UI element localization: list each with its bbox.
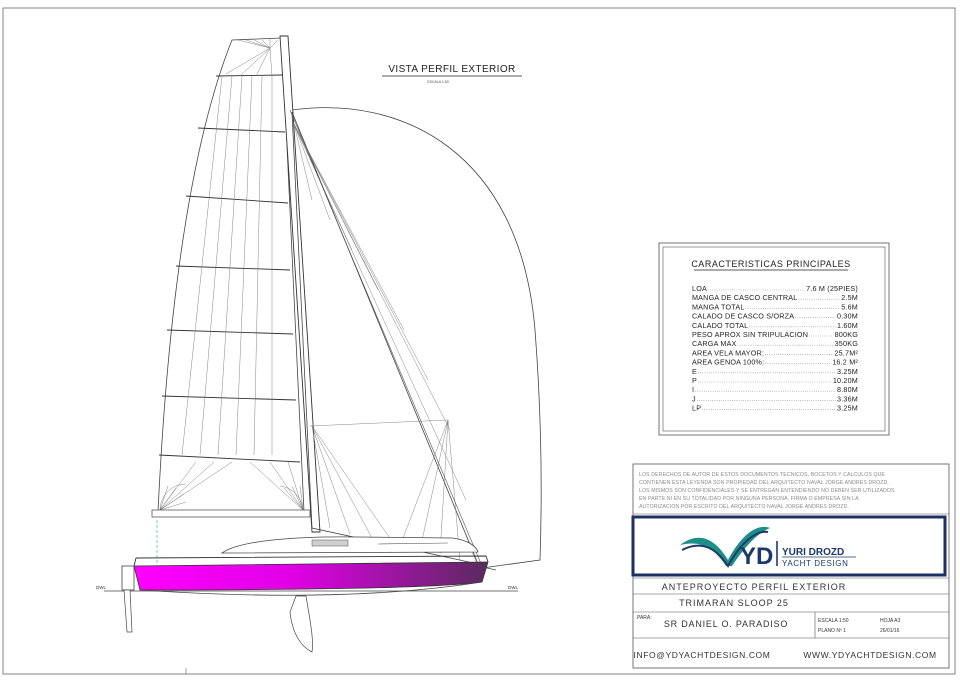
gennaker-outline <box>291 107 542 569</box>
sail-plan <box>151 35 542 569</box>
copyright-line: EN PARTE NI EN SU TOTALIDAD POR NINGUNA … <box>639 496 859 502</box>
hull-bottom <box>139 581 483 596</box>
spec-value: 350KG <box>835 339 859 348</box>
specs-title: CARACTERISTICAS PRINCIPALES <box>691 259 850 269</box>
mainsail-outline <box>157 37 305 513</box>
mainsail-foot-panels <box>159 461 304 511</box>
specs-rows: LOA 7.6 M (25PIES) MANGA DE CASCO CENTRAL 2… <box>692 284 858 413</box>
brand-name: YURI DROZD <box>782 547 844 558</box>
para-label: PARA: <box>637 615 652 621</box>
spec-value: 3.25M <box>837 404 858 413</box>
spec-label: MANGA TOTAL <box>692 302 745 311</box>
spec-label: MANGA DE CASCO CENTRAL <box>692 293 797 302</box>
cabin-window <box>377 542 449 545</box>
client-name: SR DANIEL O. PARADISO <box>664 619 788 629</box>
genoa-panels <box>293 123 477 563</box>
spec-value: 1.60M <box>837 321 858 330</box>
specs-box-inner <box>662 246 886 432</box>
mainsail-battens <box>158 74 301 463</box>
logo-wave-navy <box>681 530 769 568</box>
specs-box-outer <box>658 242 890 436</box>
spec-label: PESO APROX SIN TRIPULACION <box>692 330 808 339</box>
contact-website[interactable]: WWW.YDYACHTDESIGN.COM <box>803 650 936 660</box>
spec-value: 5.6M <box>841 302 858 311</box>
title-block: LOS DERECHOS DE AUTOR DE ESTOS DOCUMENTO… <box>631 463 950 669</box>
logo-wave-teal <box>680 526 770 566</box>
specs-panel: CARACTERISTICAS PRINCIPALES LOA 7.6 M (25… <box>658 242 890 436</box>
project-title: ANTEPROYECTO PERFIL EXTERIOR <box>662 582 847 592</box>
spec-label: I <box>692 385 694 394</box>
brand-sub: YACHT DESIGN <box>782 559 848 568</box>
hull-profile: DWL DWL <box>96 520 518 653</box>
transom <box>121 565 135 591</box>
spec-label: AREA VELA MAYOR: <box>692 348 764 357</box>
spec-value: 8.80M <box>837 385 858 394</box>
logo: YD YURI DROZD YACHT DESIGN <box>680 526 856 570</box>
spec-value: 3.36M <box>837 394 858 403</box>
sheet-border <box>2 7 956 675</box>
copyright-line: LOS MISMOS SON CONFIDENCIALES Y SE ENTRE… <box>639 488 895 494</box>
logo-frame <box>631 515 947 577</box>
waterline-label-right: DWL <box>508 585 518 590</box>
cabin-top <box>220 536 479 554</box>
spec-value: 3.25M <box>837 367 858 376</box>
boat-name: TRIMARAN SLOOP 25 <box>679 598 789 608</box>
hoja-value: HOJA A3 <box>880 618 901 624</box>
cabin-hatch <box>311 539 349 547</box>
spec-value: 0.30M <box>837 312 858 321</box>
spec-label: CARGA MAX <box>692 339 737 348</box>
mainsail-seams <box>181 75 273 456</box>
spec-value: 2.5M <box>841 293 858 302</box>
centreboard <box>289 595 313 653</box>
spec-label: LOA <box>692 284 707 293</box>
boom <box>151 509 311 518</box>
spec-label: CALADO DE CASCO S/ORZA <box>692 312 794 321</box>
spec-value: 800KG <box>835 330 859 339</box>
mainsail-head-panels <box>225 39 279 77</box>
copyright-line: CONTIENEN ESTA LEYENDA SON PROPIEDAD DEL… <box>639 480 889 486</box>
spec-label: LP <box>692 404 701 413</box>
spec-value: 7.6 M (25PIES) <box>806 284 858 293</box>
bowsprit <box>477 565 497 571</box>
copyright-notice: LOS DERECHOS DE AUTOR DE ESTOS DOCUMENTO… <box>639 472 895 510</box>
spec-value: 25.7M² <box>834 348 858 357</box>
plano-value: PLANO Nº 1 <box>818 628 846 634</box>
spec-label: E <box>692 367 697 376</box>
spec-label: J <box>692 394 696 403</box>
date-value: 26/01/16 <box>880 628 900 634</box>
drawing-title: VISTA PERFIL EXTERIOR <box>388 64 515 75</box>
spec-label: AREA GENOA 100%: <box>692 358 764 367</box>
rudder <box>123 589 133 633</box>
spec-value: 16.2 M² <box>832 358 858 367</box>
contact-email[interactable]: INFO@YDYACHTDESIGN.COM <box>634 650 771 660</box>
sheer-line <box>133 555 489 567</box>
drawing-scale-note: ESCALA 1:50 <box>427 80 448 84</box>
forestay <box>289 109 483 567</box>
spec-value: 10.20M <box>833 376 858 385</box>
copyright-line: LOS DERECHOS DE AUTOR DE ESTOS DOCUMENTO… <box>639 472 885 478</box>
logo-letters: YD <box>740 543 773 570</box>
spec-label: P <box>692 376 697 385</box>
escala-value: ESCALA 1:50 <box>818 618 849 624</box>
hull-topsides <box>133 561 489 591</box>
waterline-label-left: DWL <box>96 585 106 590</box>
spec-label: CALADO TOTAL <box>692 321 748 330</box>
copyright-line: AUTORIZACION POR ESCRITO DEL ARQUITECTO … <box>639 504 849 510</box>
